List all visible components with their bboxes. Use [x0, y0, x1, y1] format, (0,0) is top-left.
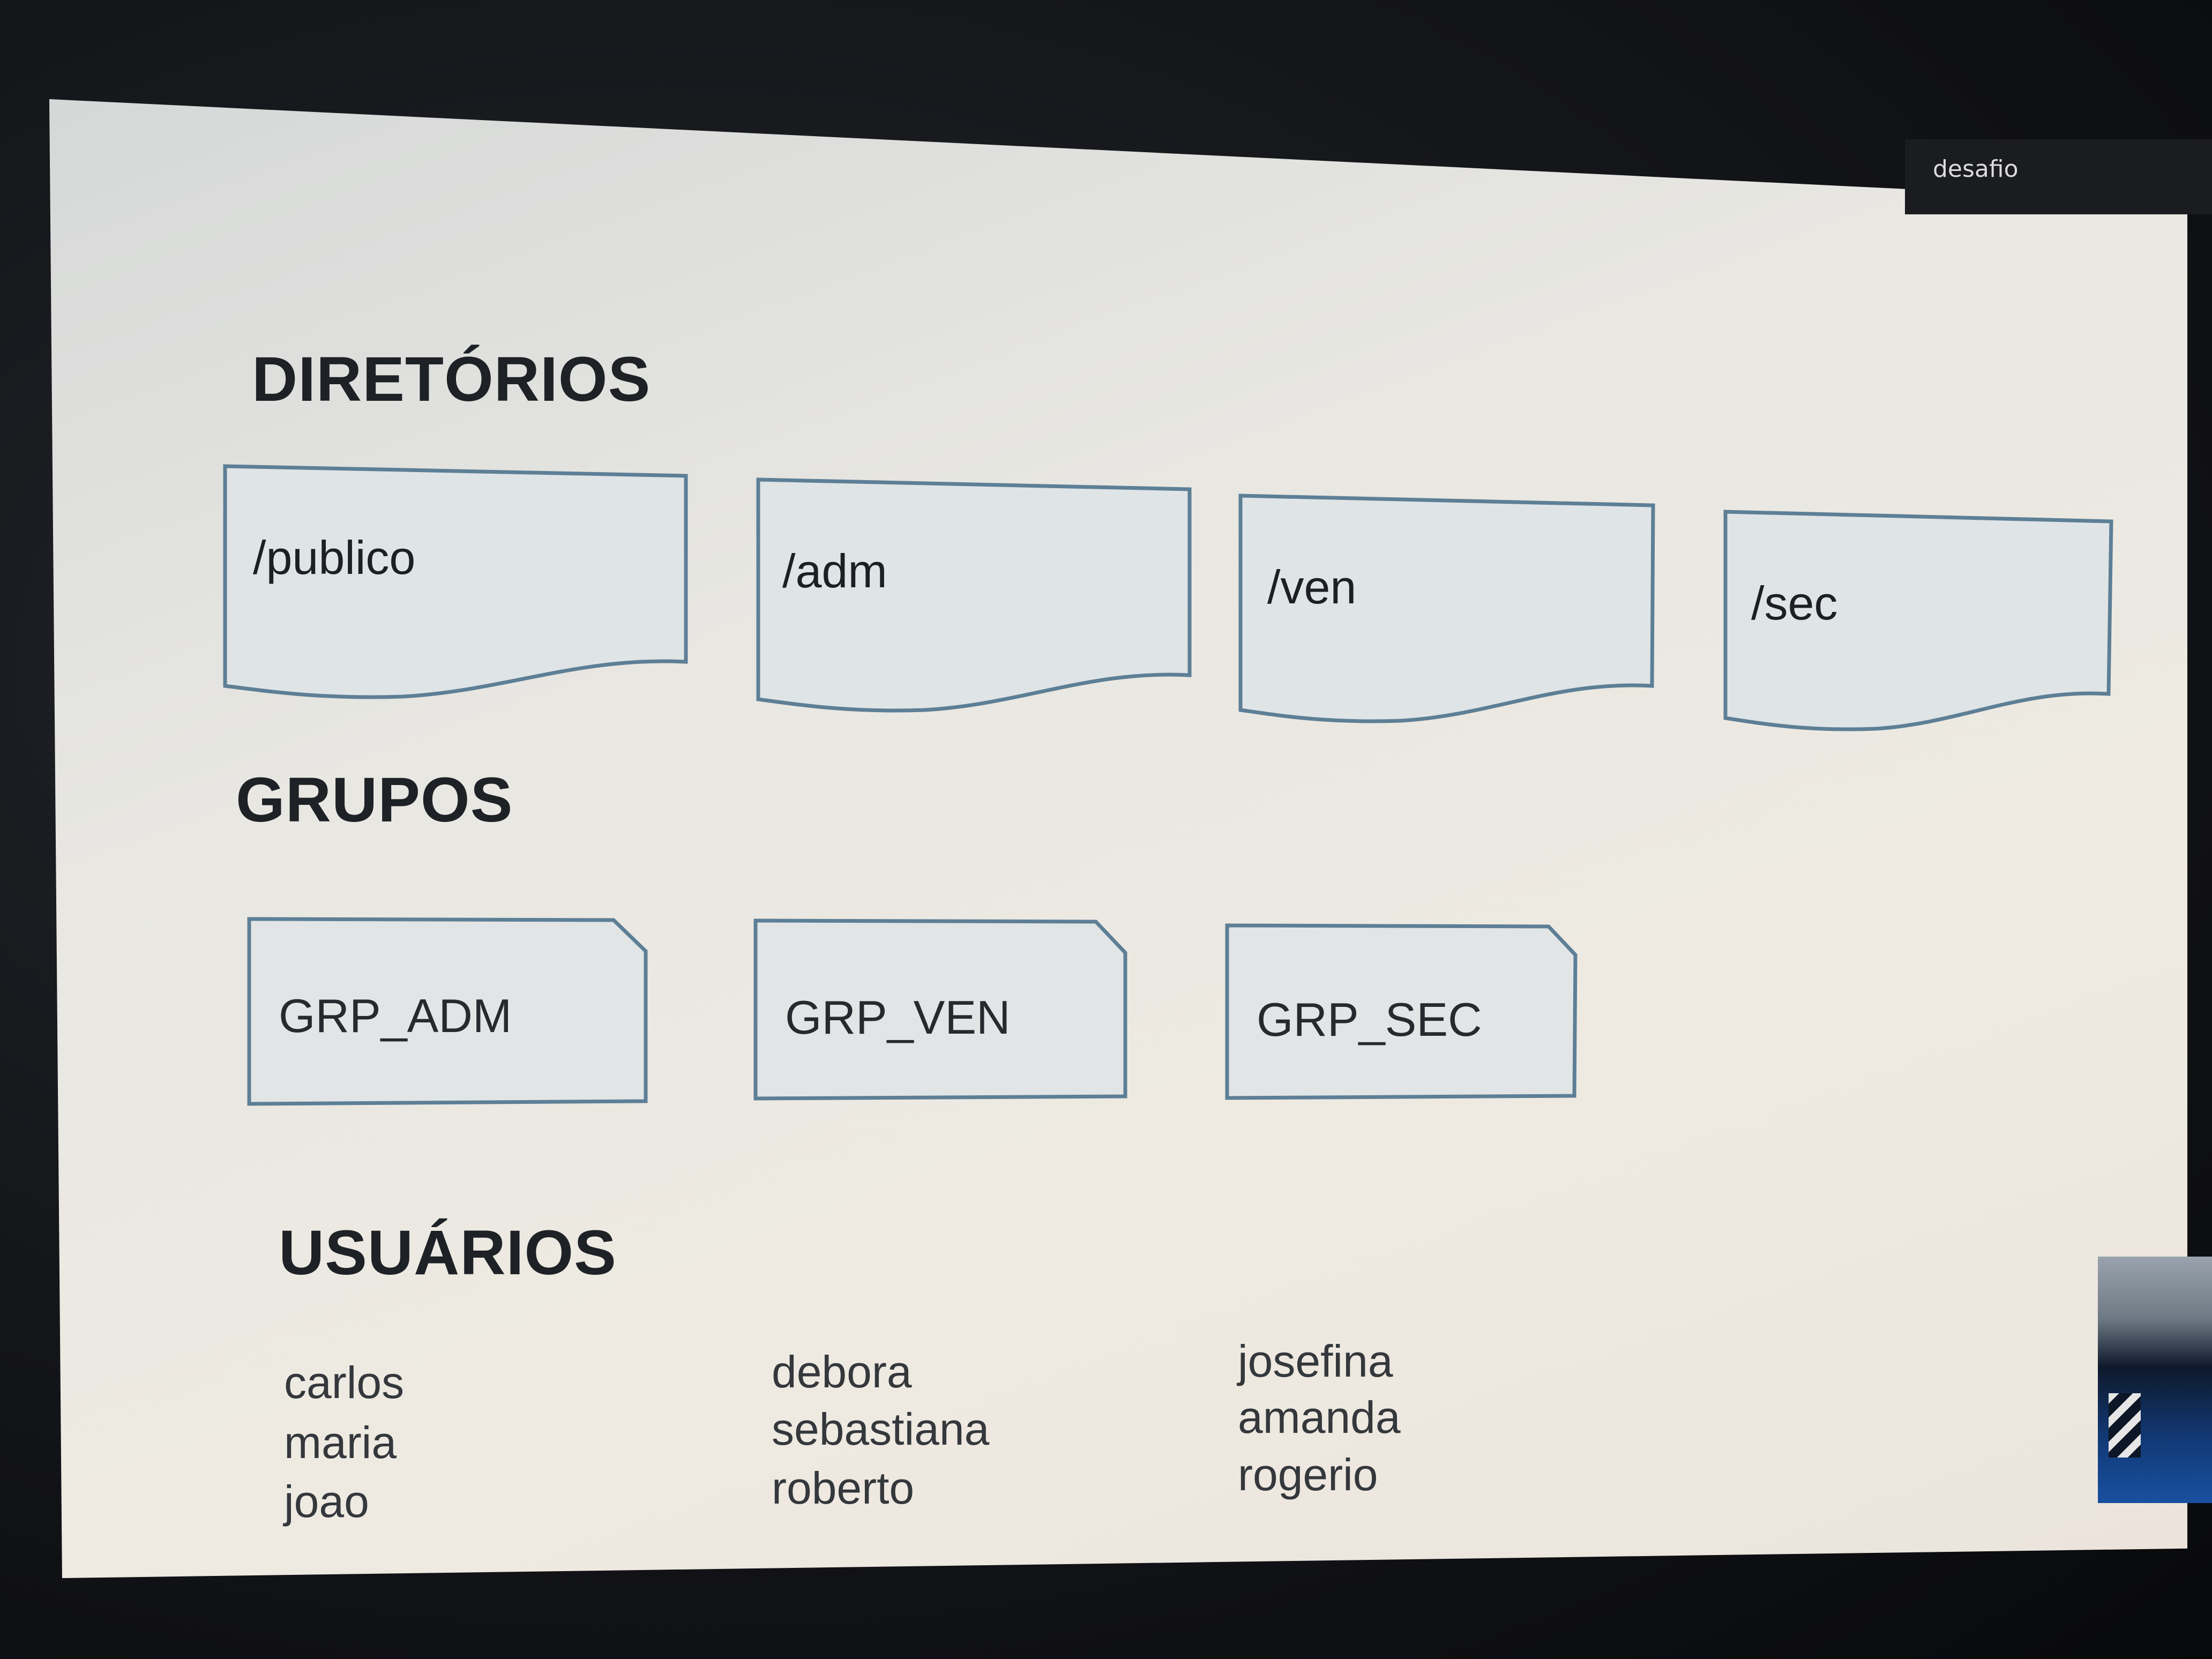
- group-ven: GRP_VEN: [753, 918, 1127, 1103]
- group-label: GRP_SEC: [1257, 993, 1482, 1046]
- document-shape-icon: [756, 477, 1192, 713]
- group-adm: GRP_ADM: [247, 917, 648, 1106]
- webcam-thumbnail: [2098, 1257, 2212, 1503]
- group-label: GRP_VEN: [785, 991, 1011, 1044]
- user-name: joao: [284, 1476, 369, 1527]
- directories-heading: DIRETÓRIOS: [252, 344, 651, 415]
- user-name: josefina: [1238, 1336, 1393, 1386]
- document-shape-icon: [223, 464, 688, 699]
- user-name: amanda: [1238, 1392, 1401, 1443]
- webcam-detail: [2109, 1393, 2141, 1458]
- group-label: GRP_ADM: [279, 989, 512, 1042]
- directory-label: /ven: [1267, 561, 1357, 614]
- document-shape-icon: [1238, 494, 1655, 723]
- directory-sec: /sec: [1723, 510, 2113, 753]
- groups-heading: GRUPOS: [236, 765, 513, 835]
- user-name: carlos: [284, 1357, 405, 1408]
- group-card-icon: [753, 918, 1127, 1101]
- directory-ven: /ven: [1238, 494, 1655, 737]
- presentation-slide: [49, 99, 2187, 1578]
- directory-publico: /publico: [223, 464, 688, 707]
- meeting-title-bar: desafio: [1905, 139, 2212, 214]
- group-card-icon: [247, 917, 648, 1106]
- document-shape-icon: [1723, 510, 2113, 731]
- directory-label: /sec: [1751, 577, 1838, 630]
- user-name: roberto: [772, 1463, 915, 1513]
- user-name: maria: [284, 1417, 397, 1468]
- user-name: sebastiana: [772, 1404, 990, 1454]
- group-card-icon: [1225, 923, 1578, 1100]
- directory-label: /publico: [253, 531, 416, 584]
- user-name: debora: [772, 1347, 912, 1397]
- directory-label: /adm: [782, 544, 887, 597]
- directory-adm: /adm: [756, 477, 1192, 721]
- users-heading: USUÁRIOS: [279, 1217, 617, 1288]
- meeting-title: desafio: [1933, 155, 2019, 183]
- user-name: rogerio: [1238, 1449, 1378, 1500]
- group-sec: GRP_SEC: [1225, 923, 1578, 1105]
